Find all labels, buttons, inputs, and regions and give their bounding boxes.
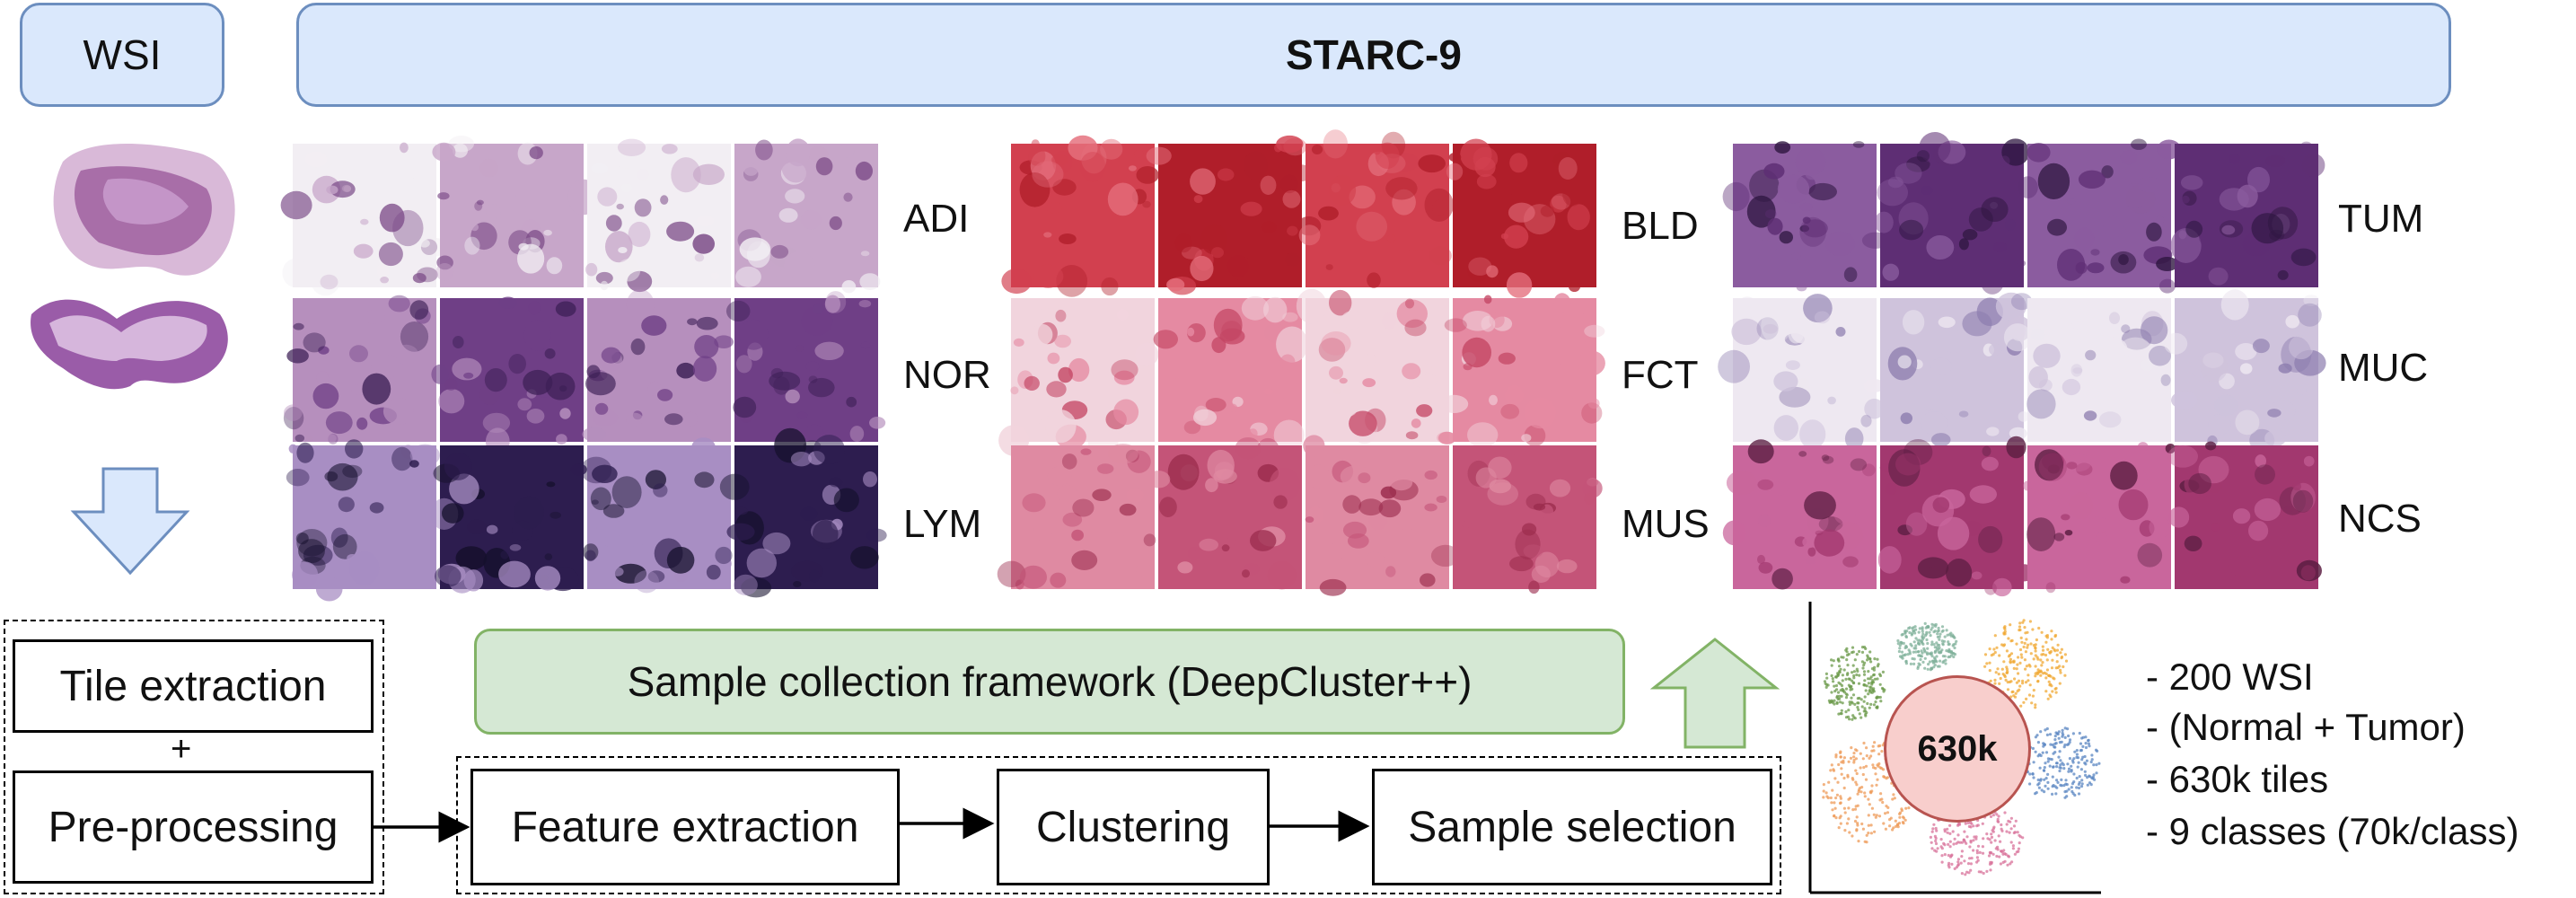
framework-box: Sample collection framework (DeepCluster… [474,629,1625,735]
tissue-tile-fct-4 [1439,293,1605,448]
plus-sign: + [171,729,192,769]
tissue-tile-adi-1 [280,142,449,296]
tissue-tile-tum-1 [1722,141,1889,292]
tile-extraction-box: Tile extraction [13,639,374,733]
feature-extraction-box: Feature extraction [470,769,900,885]
tissue-tile-muc-2 [1880,292,2033,447]
clustering-label: Clustering [1035,803,1231,851]
tissue-tile-nor-1 [283,295,436,445]
tissue-tile-lym-3 [580,437,733,594]
tissue-tile-muc-4 [2164,289,2326,452]
tissue-tile-bld-1 [1001,135,1159,297]
tissue-tile-adi-3 [585,138,731,293]
class-label-adi: ADI [903,197,970,241]
tissue-tile-mus-1 [997,444,1156,590]
dataset-title-banner: STARC-9 [296,3,2451,107]
class-label-nor: NOR [903,353,991,397]
wsi-label: WSI [83,31,162,78]
tissue-tile-ncs-4 [2167,441,2322,589]
class-label-ncs: NCS [2338,497,2422,541]
summary-bullet-normal-tumor: - (Normal + Tumor) [2146,706,2466,748]
class-label-lym: LYM [903,502,982,546]
up-arrow-icon [1649,638,1780,749]
tissue-tile-ncs-3 [2023,442,2176,594]
tissue-tile-muc-1 [1718,294,1886,450]
tissue-tile-fct-2 [1153,295,1308,451]
tissue-tile-fct-1 [998,298,1159,457]
sample-selection-label: Sample selection [1408,803,1736,851]
tissue-tile-muc-3 [2027,298,2171,442]
clustering-box: Clustering [997,769,1270,885]
tissue-tile-lym-4 [719,427,887,598]
tissue-tile-ncs-2 [1877,436,2036,597]
framework-label: Sample collection framework (DeepCluster… [627,658,1473,705]
tissue-tile-tum-3 [2018,138,2182,294]
class-label-tum: TUM [2338,197,2424,241]
total-tiles-label: 630k [1917,728,1998,769]
tissue-tile-bld-2 [1146,135,1313,295]
tissue-tile-tum-2 [1874,132,2030,295]
class-label-fct: FCT [1622,353,1699,397]
tissue-tile-nor-2 [431,296,584,455]
sample-selection-box: Sample selection [1372,769,1772,885]
tissue-tile-mus-4 [1453,445,1603,594]
tissue-tile-bld-3 [1297,129,1454,288]
tissue-tile-nor-4 [725,291,886,442]
tissue-tile-lym-2 [430,445,587,594]
summary-bullet-tiles: - 630k tiles [2146,758,2329,800]
tissue-tile-mus-2 [1147,437,1302,590]
wsi-thumbnail-1 [53,144,235,276]
cluster-3 [1983,619,2069,709]
tissue-tile-mus-3 [1303,435,1460,596]
cluster-2 [1896,621,1958,672]
tile-extraction-label: Tile extraction [59,662,327,710]
wsi-thumbnails [31,144,235,390]
tissue-tile-adi-2 [432,136,599,287]
class-label-muc: MUC [2338,346,2429,390]
feature-extraction-label: Feature extraction [511,803,859,851]
summary-bullet-classes: - 9 classes (70k/class) [2146,810,2519,852]
tissue-tile-fct-3 [1296,288,1456,445]
cluster-1 [1823,646,1886,721]
preprocessing-box: Pre-processing [13,770,374,884]
total-tiles-badge: 630k [1884,675,2031,823]
page-title: STARC-9 [1286,31,1462,78]
wsi-header: WSI [20,3,224,107]
tissue-tile-lym-1 [286,439,440,602]
tissue-tile-bld-4 [1446,138,1596,298]
class-label-bld: BLD [1622,204,1699,248]
wsi-thumbnail-2 [31,299,228,390]
cluster-5 [1929,803,2025,876]
summary-bullet-wsi: - 200 WSI [2146,656,2314,698]
tissue-tile-tum-4 [2170,141,2325,287]
tissue-tile-ncs-1 [1722,439,1877,590]
tissue-tile-adi-4 [734,138,881,294]
cluster-scatter [1822,619,2101,876]
class-label-mus: MUS [1622,502,1710,546]
preprocessing-label: Pre-processing [48,803,338,851]
preprocessing-group [4,620,384,894]
down-arrow-icon [70,467,190,576]
tissue-tile-nor-3 [582,289,734,442]
